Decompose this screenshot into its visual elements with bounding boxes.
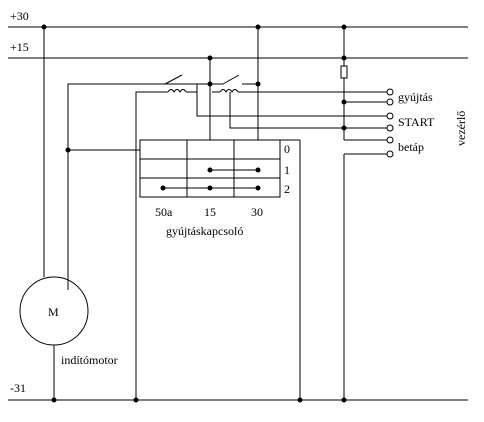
start-input-label: START: [398, 115, 435, 129]
terminal-ignition-1: [386, 88, 394, 96]
terminal-30-label: 30: [251, 205, 263, 219]
fuse-symbol: [340, 65, 348, 79]
junction-dot: [341, 55, 347, 61]
junction-dot: [341, 397, 347, 403]
junction-dot: [255, 185, 261, 191]
switch-position-1: 1: [284, 163, 290, 177]
junction-dot: [255, 167, 261, 173]
motor-control-wire: [67, 83, 388, 290]
junction-dot: [65, 147, 71, 153]
junction-dot: [297, 397, 303, 403]
ignition-input-label: gyújtás: [398, 90, 433, 104]
start-wire: [229, 92, 388, 129]
junction-dot: [255, 24, 261, 30]
terminal-ignition-2: [386, 98, 394, 106]
rail-31-label: -31: [10, 381, 26, 395]
junction-dot: [341, 24, 347, 30]
ignition-switch-box: [139, 139, 281, 198]
junction-dot: [160, 185, 166, 191]
ignition-switch-label: gyújtáskapcsoló: [166, 224, 243, 238]
junction-dot: [255, 81, 261, 87]
terminal-50a-label: 50a: [155, 205, 173, 219]
junction-dot: [341, 125, 347, 131]
switch-position-2: 2: [284, 182, 290, 196]
relay-1-switch-left: [164, 74, 183, 85]
terminal-start-1: [386, 112, 394, 120]
junction-dot: [341, 99, 347, 105]
starter-motor-label: indítómotor: [61, 353, 118, 367]
supply-input-label: betáp: [398, 140, 424, 154]
junction-dot: [207, 185, 213, 191]
relay-1-coil-symbol: [167, 89, 187, 93]
switch-position-0: 0: [284, 142, 290, 156]
terminal-15-label: 15: [204, 205, 216, 219]
junction-dot: [207, 167, 213, 173]
junction-dot: [207, 81, 213, 87]
controller-label: vezérlő: [454, 111, 468, 146]
relay-ground-wire: [135, 91, 168, 400]
junction-dot: [51, 397, 57, 403]
junction-dot: [133, 397, 139, 403]
relay-2-coil-symbol: [219, 89, 239, 93]
motor-symbol-label: M: [48, 305, 59, 319]
relay-2-switch-left: [222, 74, 240, 85]
terminal-betap-1: [386, 136, 394, 144]
junction-dot: [207, 55, 213, 61]
terminal-betap-2: [386, 150, 394, 158]
junction-dot: [41, 24, 47, 30]
rail-30-label: +30: [10, 9, 29, 23]
rail-15-label: +15: [10, 40, 29, 54]
terminal-start-2: [386, 124, 394, 132]
